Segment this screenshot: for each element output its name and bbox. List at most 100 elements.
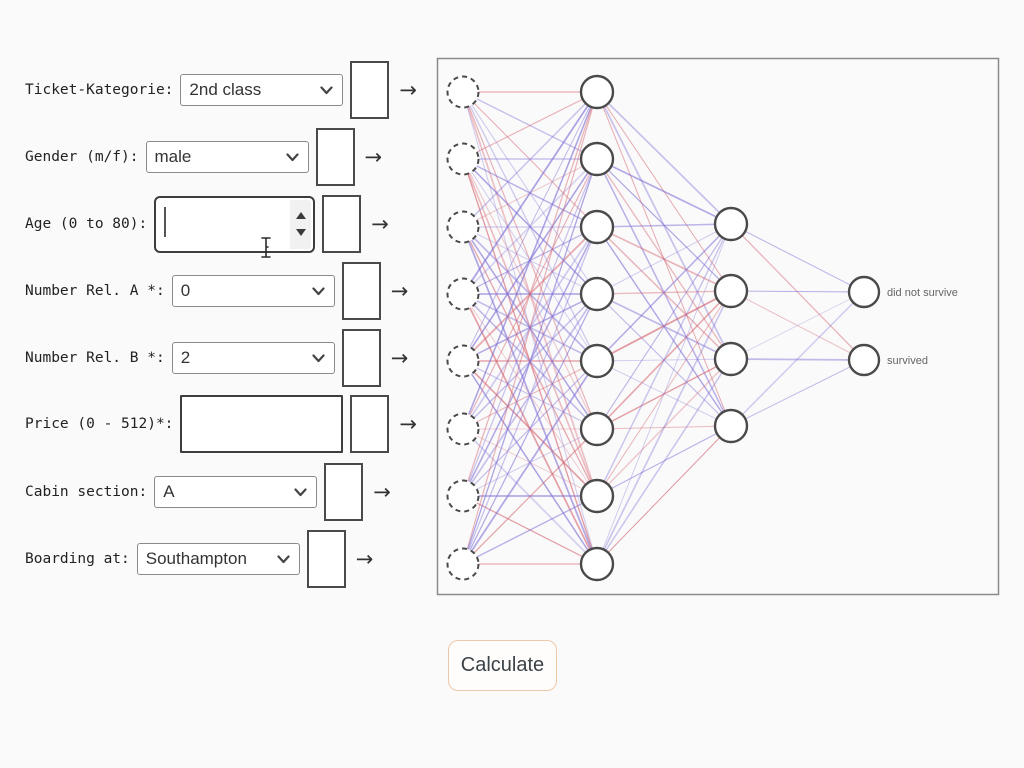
arrow-right-icon: → xyxy=(355,547,374,571)
network-edge xyxy=(462,293,598,565)
network-node-input-0 xyxy=(446,75,480,109)
network-edge xyxy=(730,358,865,361)
gender-label: Gender (m/f): xyxy=(25,149,139,165)
network-edge xyxy=(462,226,598,565)
network-node-hidden-1-7 xyxy=(579,546,615,582)
network-node-hidden-2-0 xyxy=(713,206,749,242)
network-edge xyxy=(462,360,598,497)
network-edge xyxy=(596,360,732,427)
network-edge xyxy=(462,226,598,295)
value-box xyxy=(322,195,362,253)
network-edge xyxy=(596,91,732,225)
relatives-b-select[interactable]: 2 xyxy=(171,342,335,374)
network-edge xyxy=(462,91,598,497)
network-edge xyxy=(462,91,598,362)
value-box xyxy=(341,329,381,387)
form-row-relatives-a: Number Rel. A *: 0 → xyxy=(25,262,408,320)
relatives-a-select[interactable]: 0 xyxy=(171,275,335,307)
network-node-hidden-2-1 xyxy=(713,273,749,309)
network-edge xyxy=(596,158,732,427)
network-edge xyxy=(596,290,732,295)
network-edge xyxy=(596,226,732,360)
network-edge xyxy=(462,293,598,362)
network-edge xyxy=(462,226,598,497)
network-edge xyxy=(462,226,598,362)
network-edge xyxy=(462,158,598,565)
network-edge xyxy=(596,425,732,430)
network-node-input-3 xyxy=(446,277,480,311)
network-edge xyxy=(596,290,732,565)
number-spinner[interactable] xyxy=(290,199,312,249)
arrow-right-icon: → xyxy=(390,346,409,370)
network-edge xyxy=(462,158,598,565)
network-node-hidden-1-1 xyxy=(579,141,615,177)
network-edge xyxy=(462,91,598,565)
arrow-right-icon: → xyxy=(399,412,418,436)
boarding-select[interactable]: Southampton xyxy=(136,543,300,575)
network-edge xyxy=(596,425,732,497)
select-value: Southampton xyxy=(145,549,247,568)
ticket-category-select[interactable]: 2nd class xyxy=(180,74,344,106)
network-node-input-2 xyxy=(446,210,480,244)
network-edge xyxy=(596,223,732,497)
network-edge xyxy=(462,158,598,228)
value-box xyxy=(350,395,390,453)
select-value: 0 xyxy=(180,281,191,300)
network-panel-border xyxy=(436,57,1000,596)
network-edge xyxy=(596,223,732,565)
network-edge xyxy=(596,226,732,292)
age-input[interactable] xyxy=(154,195,316,253)
value-box xyxy=(315,128,355,186)
chevron-down-icon xyxy=(312,286,325,295)
network-edge xyxy=(730,290,865,293)
form-row-ticket-category: Ticket-Kategorie: 2nd class → xyxy=(25,61,417,119)
network-edge xyxy=(462,91,598,228)
network-edge xyxy=(462,360,598,497)
gender-select[interactable]: male xyxy=(145,141,309,173)
spinner-down-icon[interactable] xyxy=(295,229,306,236)
network-edge xyxy=(596,425,732,565)
calculate-button[interactable]: Calculate xyxy=(448,640,557,691)
select-value: 2 xyxy=(180,348,191,367)
network-edge xyxy=(596,158,732,292)
network-edge xyxy=(596,293,732,360)
network-edge xyxy=(730,291,865,427)
network-edge xyxy=(462,428,598,497)
network-node-hidden-1-2 xyxy=(579,209,615,245)
form-row-cabin-section: Cabin section: A → xyxy=(25,463,391,521)
network-edge xyxy=(462,495,598,565)
form-row-relatives-b: Number Rel. B *: 2 → xyxy=(25,329,408,387)
network-edge xyxy=(462,91,598,160)
network-edge xyxy=(462,91,598,362)
cabin-section-select[interactable]: A xyxy=(154,476,318,508)
network-edge xyxy=(596,223,732,430)
network-node-hidden-1-6 xyxy=(579,478,615,514)
network-edge xyxy=(462,226,598,430)
network-edge xyxy=(596,91,732,292)
spinner-up-icon[interactable] xyxy=(295,212,306,219)
price-input[interactable] xyxy=(180,395,344,453)
network-edge xyxy=(462,293,598,430)
network-edge xyxy=(462,360,598,565)
network-node-input-4 xyxy=(446,344,480,378)
network-node-input-5 xyxy=(446,412,480,446)
network-edge xyxy=(462,158,598,430)
network-node-output-0 xyxy=(847,275,881,309)
network-node-input-7 xyxy=(446,547,480,581)
network-edge xyxy=(462,91,598,497)
network-edge xyxy=(462,91,598,565)
network-edge xyxy=(462,91,598,228)
network-edge xyxy=(462,158,598,362)
network-edge xyxy=(596,290,732,430)
network-edge xyxy=(462,293,598,497)
network-edge xyxy=(462,226,598,565)
network-node-hidden-1-3 xyxy=(579,276,615,312)
network-node-hidden-1-4 xyxy=(579,343,615,379)
form-row-age: Age (0 to 80): → xyxy=(25,195,389,253)
cabin-section-label: Cabin section: xyxy=(25,484,148,500)
form-row-boarding: Boarding at: Southampton → xyxy=(25,530,373,588)
chevron-down-icon xyxy=(312,353,325,362)
network-edge xyxy=(730,359,865,427)
network-edge xyxy=(596,158,732,360)
